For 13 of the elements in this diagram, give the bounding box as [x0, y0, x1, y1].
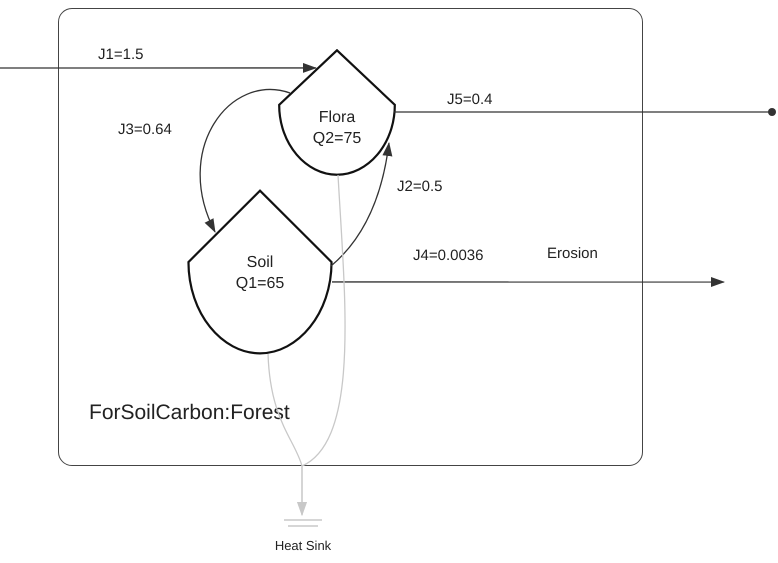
system-boundary [58, 8, 643, 466]
node-label: Heat Sink [274, 538, 332, 554]
flow-arrow [0, 62, 317, 73]
flow-label: Erosion [547, 245, 598, 263]
node-label: Flora [318, 108, 356, 128]
boundary-label: ForSoilCarbon:Forest [89, 401, 290, 425]
node-label: Q1=65 [234, 274, 286, 294]
node-label: Soil [246, 253, 274, 273]
flow-arrow [200, 89, 290, 233]
flow-arrow [332, 277, 725, 287]
node-label: Q2=75 [312, 129, 362, 149]
flow-arrow [330, 142, 392, 266]
flow-arrow [297, 174, 346, 516]
